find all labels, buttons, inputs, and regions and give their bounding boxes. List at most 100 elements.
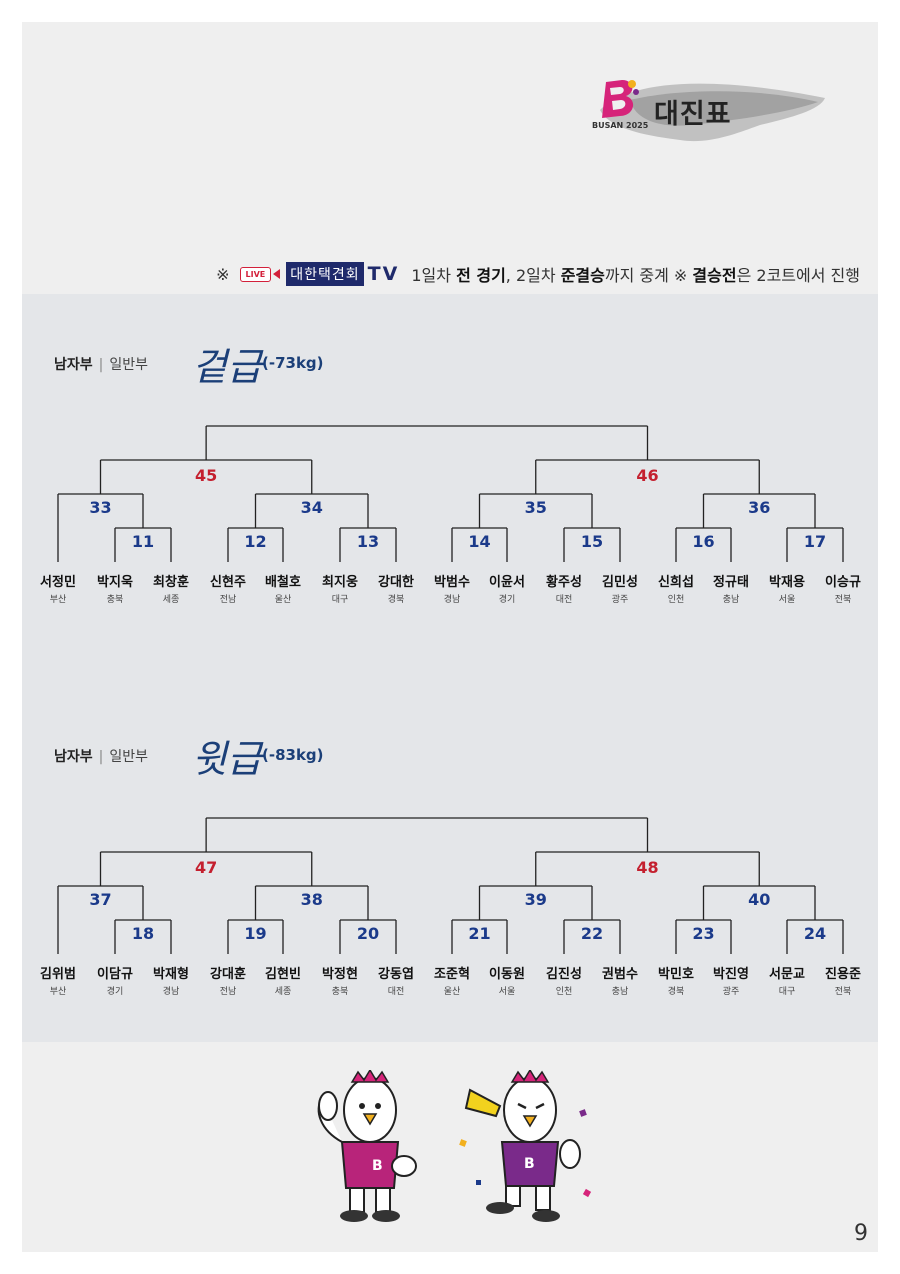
player-region: 부산 (49, 595, 67, 605)
player-region: 세종 (162, 595, 180, 605)
player-region: 부산 (49, 987, 67, 997)
section-1-gender: 남자부 (54, 357, 93, 373)
match-number-quarter: 12 (244, 532, 267, 551)
player-name: 강대한 (378, 575, 414, 590)
player-name: 최창훈 (153, 575, 189, 590)
player-region: 광주 (722, 987, 740, 997)
match-number-quarter: 15 (580, 532, 604, 551)
player-name: 황주성 (546, 575, 582, 590)
svg-text:B: B (524, 1156, 535, 1172)
player-name: 박정현 (322, 967, 358, 982)
player-name: 이담규 (97, 967, 133, 982)
section-1-weight-kg: (-73kg) (262, 354, 324, 372)
notice-bold-3: 결승전 (692, 266, 737, 285)
player-region: 서울 (778, 595, 796, 605)
player-name: 박재용 (769, 575, 805, 590)
match-number-semi: 33 (89, 498, 112, 517)
logo-caption: BUSAN 2025 (592, 121, 649, 130)
match-number-quarter: 24 (803, 924, 827, 943)
match-number-quarter: 22 (580, 924, 604, 943)
player-name: 배철호 (265, 575, 301, 590)
player-name: 김위범 (40, 967, 76, 982)
match-number-quarter: 20 (356, 924, 380, 943)
player-region: 전북 (834, 987, 852, 997)
player-name: 서문교 (769, 967, 805, 982)
match-number-quarter: 21 (468, 924, 491, 943)
section-2-label: 남자부|일반부 (54, 749, 148, 765)
player-region: 울산 (274, 595, 292, 605)
notice-text-2: , 2일차 (505, 266, 556, 285)
channel-tv: TV (367, 263, 400, 285)
section-1-weight-class: 겉급 (192, 345, 262, 389)
player-name: 신희섭 (658, 575, 694, 590)
mascot-illustration: B B (317, 1070, 592, 1222)
player-name: 박지욱 (97, 575, 133, 590)
player-name: 박범수 (434, 575, 470, 590)
player-name: 최지웅 (322, 575, 358, 590)
match-number-final-right: 48 (636, 858, 659, 877)
match-number-final-right: 46 (636, 466, 659, 485)
player-region: 울산 (443, 987, 461, 997)
section-1-division: 일반부 (109, 357, 148, 373)
player-name: 강대훈 (210, 967, 246, 982)
bracket-background (22, 294, 878, 1042)
player-region: 인천 (555, 987, 573, 997)
match-number-semi: 35 (524, 498, 547, 517)
match-number-quarter: 17 (803, 532, 827, 551)
match-number-quarter: 13 (356, 532, 380, 551)
player-region: 충북 (331, 987, 349, 997)
match-number-final-left: 47 (194, 858, 218, 877)
brush-stroke-decoration (600, 83, 825, 142)
player-region: 세종 (274, 987, 292, 997)
live-badge: LIVE (239, 266, 272, 282)
match-number-semi: 38 (300, 890, 323, 909)
player-name: 이승규 (825, 575, 861, 590)
player-region: 대전 (387, 987, 405, 997)
mascot-left: B (317, 1070, 417, 1222)
section-2-weight-kg: (-83kg) (262, 746, 324, 764)
busan-2025-logo (602, 80, 639, 118)
match-number-semi: 37 (89, 890, 112, 909)
player-name: 김민성 (602, 575, 638, 590)
camera-icon (273, 269, 281, 279)
player-name: 이동원 (489, 967, 525, 982)
player-name: 진용준 (825, 967, 861, 982)
player-region: 전북 (834, 595, 852, 605)
page-title: 대진표 (654, 99, 732, 130)
live-icon: LIVE (239, 266, 281, 282)
player-name: 권범수 (602, 967, 638, 982)
match-number-quarter: 16 (692, 532, 715, 551)
match-number-quarter: 23 (692, 924, 715, 943)
player-region: 대구 (331, 595, 349, 605)
match-number-quarter: 14 (468, 532, 491, 551)
section-2-weight-class: 윗급 (192, 737, 262, 781)
section-2-division: 일반부 (109, 749, 148, 765)
player-region: 대전 (555, 595, 573, 605)
match-number-semi: 36 (748, 498, 771, 517)
player-name: 김진성 (546, 967, 582, 982)
player-region: 전남 (219, 595, 237, 605)
notice-bold-2: 준결승 (560, 266, 605, 285)
section-1-label: 남자부|일반부 (54, 357, 148, 373)
player-name: 박진영 (713, 967, 749, 982)
player-name: 이윤서 (489, 575, 525, 590)
player-region: 충남 (611, 987, 629, 997)
page-number: 9 (854, 1221, 868, 1246)
player-region: 경남 (443, 595, 461, 605)
match-number-semi: 39 (524, 890, 547, 909)
match-number-semi: 34 (300, 498, 323, 517)
player-region: 대구 (778, 987, 796, 997)
player-region: 광주 (611, 595, 629, 605)
player-name: 박민호 (658, 967, 694, 982)
section-2-gender: 남자부 (54, 749, 93, 765)
player-name: 신현주 (210, 575, 246, 590)
match-number-semi: 40 (748, 890, 771, 909)
player-region: 충남 (722, 595, 740, 605)
page (22, 22, 878, 1252)
match-number-final-left: 45 (194, 466, 218, 485)
channel-name: 대한택견회 (286, 262, 364, 286)
notice-text-1: 1일차 (411, 266, 451, 285)
